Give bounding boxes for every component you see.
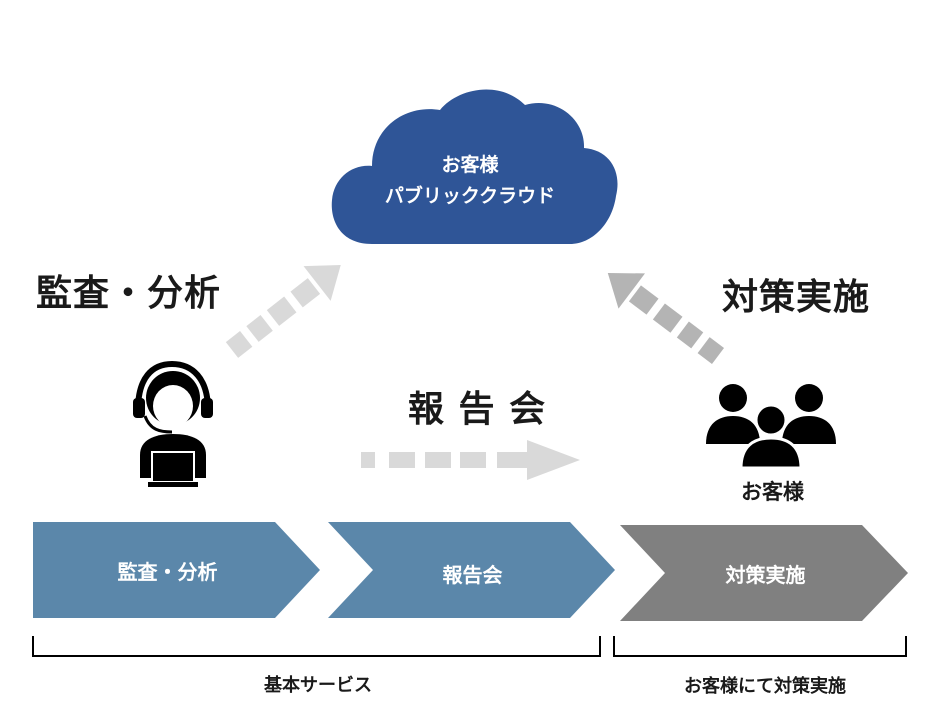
process-step-report	[328, 522, 615, 618]
headset-operator-laptop-icon	[133, 360, 213, 487]
process-step-label-countermeasure: 対策実施	[725, 563, 806, 587]
process-step-label-audit: 監査・分析	[117, 560, 218, 584]
process-step-label-report: 報告会	[442, 563, 503, 587]
audit-label: 監査・分析	[36, 273, 222, 314]
cloud-label-line2: パブリッククラウド	[384, 185, 556, 207]
report-label: 報 告 会	[408, 389, 547, 430]
countermeasure-label: 対策実施	[722, 277, 871, 318]
countermeasure-arrow	[607, 272, 725, 364]
cloud-shape	[331, 89, 618, 244]
audit-arrow	[225, 265, 341, 358]
basic-service-label: 基本サービス	[264, 675, 372, 696]
customer-action-label: お客様にて対策実施	[684, 676, 846, 697]
cloud-label-line1: お客様	[441, 154, 499, 176]
cloud-label: お客様 パブリッククラウド	[330, 150, 610, 212]
process-step-audit	[33, 522, 320, 618]
customer-label: お客様	[741, 480, 804, 504]
bracket-basic-service	[32, 636, 601, 657]
report-arrow	[361, 440, 580, 480]
user-group-icon	[706, 384, 836, 470]
process-step-countermeasure	[620, 525, 908, 621]
bracket-customer-action	[613, 636, 907, 657]
